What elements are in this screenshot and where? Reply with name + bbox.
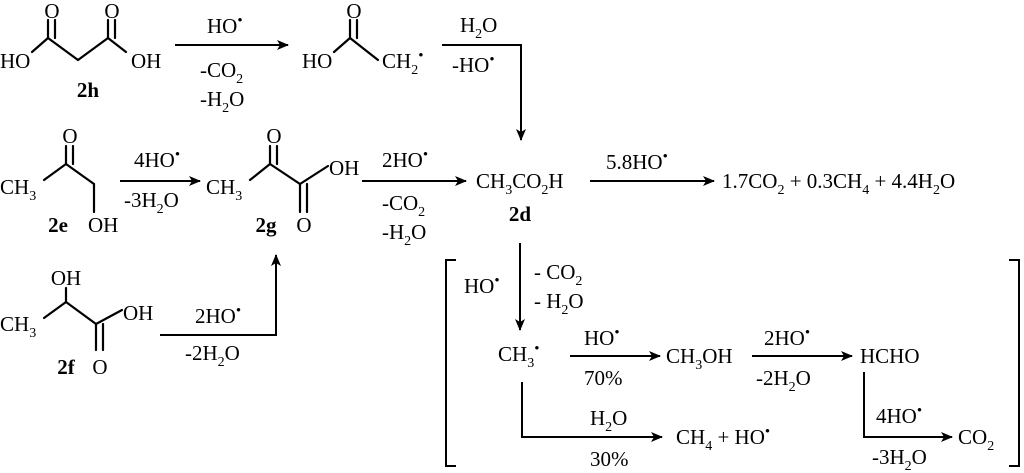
compound-2e-label: 2e <box>48 213 68 237</box>
formaldehyde: HCHO <box>860 344 920 368</box>
compound-2g: O CH3 OH O 2g <box>206 124 359 237</box>
compound-2e-carbonyl-o: O <box>62 124 77 148</box>
radical-carbonyl-o: O <box>346 0 361 23</box>
mechanism-bracket <box>445 259 1020 467</box>
reagent-2-hydroxyl-f: 2HO• <box>195 303 241 328</box>
compound-2f-alcohol: OH <box>51 266 81 290</box>
percent-methanol: 70% <box>584 366 623 390</box>
radical-ch2: CH2• <box>382 48 423 78</box>
compound-2h-hydroxyl-right: OH <box>131 49 161 73</box>
compound-carboxymethyl-radical: O HO CH2• <box>302 0 423 78</box>
compound-2g-hydroxyl: OH <box>329 156 359 180</box>
compound-2f: OH CH3 OH O 2f <box>0 266 153 379</box>
loss-3-water-co2: -3H2O <box>872 445 927 473</box>
reagent-4-hydroxyl: 4HO• <box>134 147 180 172</box>
compound-2f-label: 2f <box>57 355 76 379</box>
reagent-2-hydroxyl-formaldehyde: 2HO• <box>764 325 810 350</box>
arrow-2f-to-2g <box>160 254 281 336</box>
methane-products: CH4 + HO• <box>676 424 770 454</box>
compound-2f-acid-hydroxyl: OH <box>123 301 153 325</box>
compound-2h-carbonyl-o2: O <box>104 0 119 23</box>
compound-2f-bonds <box>42 286 124 352</box>
loss-3-water: -3H2O <box>124 188 179 217</box>
loss-h2o-2g: -H2O <box>382 220 426 249</box>
bracket-right <box>1009 259 1020 467</box>
conditions-2e-to-2g: 4HO• -3H2O <box>124 147 180 217</box>
conditions-2f-to-2g: 2HO• -2H2O <box>185 303 241 370</box>
conditions-radical-to-2d: H2O -HO• <box>452 13 497 77</box>
loss-h2o: -H2O <box>200 87 244 116</box>
compound-2f-acid-o: O <box>92 355 107 379</box>
mechanism-initiator: HO• <box>464 273 500 298</box>
compound-2g-label: 2g <box>256 213 278 237</box>
compound-2h-carbonyl-o1: O <box>44 0 59 23</box>
compound-2h: O O HO OH 2h <box>0 0 161 102</box>
reagent-5-8-hydroxyl: 5.8HO• <box>606 149 668 174</box>
compound-2e-ch3: CH3 <box>0 175 36 204</box>
loss-co2: -CO2 <box>200 58 243 87</box>
mechanism-loss-co2: - CO2 <box>534 260 582 289</box>
reagent-2-hydroxyl: 2HO• <box>382 147 428 172</box>
compound-2d-formula: CH3CO2H <box>476 169 564 198</box>
reagent-hydroxyl-methanol: HO• <box>584 325 620 350</box>
compound-2d-label: 2d <box>509 202 532 226</box>
compound-2e: O CH3 OH 2e <box>0 124 118 237</box>
loss-2-water-formaldehyde: -2H2O <box>756 366 811 395</box>
mechanism-loss-h2o: - H2O <box>534 289 584 318</box>
conditions-2g-to-2d: 2HO• -CO2 -H2O <box>382 147 428 249</box>
arrow-radical-to-2d <box>442 44 526 141</box>
compound-2g-ch3: CH3 <box>206 175 242 204</box>
compound-2e-bonds <box>42 144 96 214</box>
reagent-hydroxyl-radical: HO• <box>207 13 243 38</box>
carbon-dioxide: CO2 <box>958 425 994 454</box>
conditions-2h-to-radical: HO• -CO2 -H2O <box>200 13 244 116</box>
arrow-formaldehyde-to-co2 <box>863 372 953 442</box>
radical-hydroxyl: HO <box>302 49 332 73</box>
loss-co2-2g: -CO2 <box>382 191 425 220</box>
compound-2h-hydroxyl-left: HO <box>0 49 30 73</box>
compound-2g-acid-o: O <box>296 213 311 237</box>
methanol: CH3OH <box>666 344 733 373</box>
reagent-water: H2O <box>460 13 497 42</box>
loss-2-water: -2H2O <box>185 341 240 370</box>
compound-2g-bonds <box>248 144 330 214</box>
compound-2f-ch3: CH3 <box>0 312 36 341</box>
reagent-water-methane: H2O <box>590 406 627 435</box>
compound-2d: CH3CO2H 2d <box>476 169 564 226</box>
methyl-radical: CH3• <box>498 341 539 371</box>
percent-methane: 30% <box>590 447 629 471</box>
compound-2e-hydroxyl: OH <box>88 213 118 237</box>
radical-bonds <box>332 18 380 62</box>
compound-2h-label: 2h <box>77 78 100 102</box>
loss-hydroxyl-radical: -HO• <box>452 52 495 77</box>
arrow-methyl-to-methane <box>521 382 663 442</box>
overall-products: 1.7CO2 + 0.3CH4 + 4.4H2O <box>722 169 955 198</box>
compound-2h-bonds <box>30 18 128 62</box>
bracket-left <box>445 259 456 467</box>
reagent-4-hydroxyl-co2: 4HO• <box>876 403 922 428</box>
compound-2g-ketone-o: O <box>266 124 281 148</box>
